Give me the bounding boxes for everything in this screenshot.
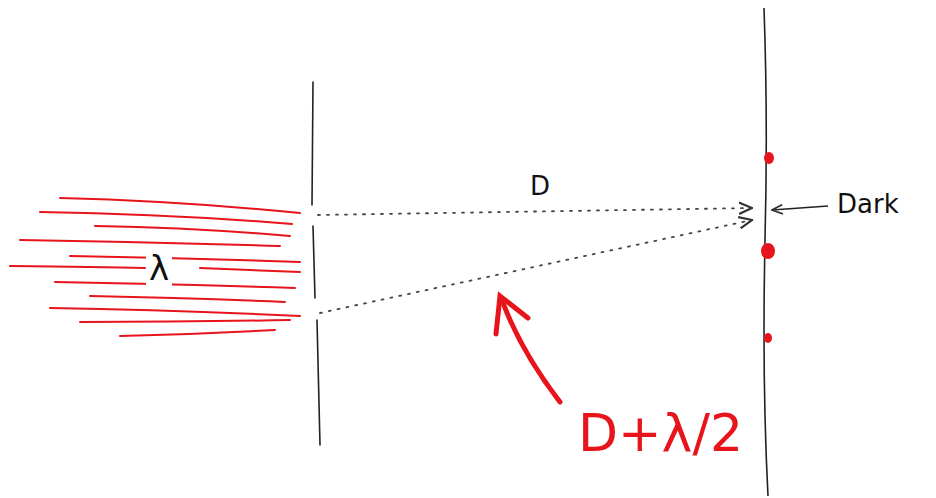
distance-label: D [527,172,553,201]
path-line [318,208,752,313]
bright-fringe [761,152,775,343]
wavelength-label: λ [146,250,172,287]
fringe-label: Dark [834,190,902,219]
path-difference-label: D+λ/2 [575,405,746,462]
leader-line [772,206,828,210]
callout-arrow [496,296,560,402]
light-waves [10,198,300,336]
slit-barrier [312,82,320,445]
